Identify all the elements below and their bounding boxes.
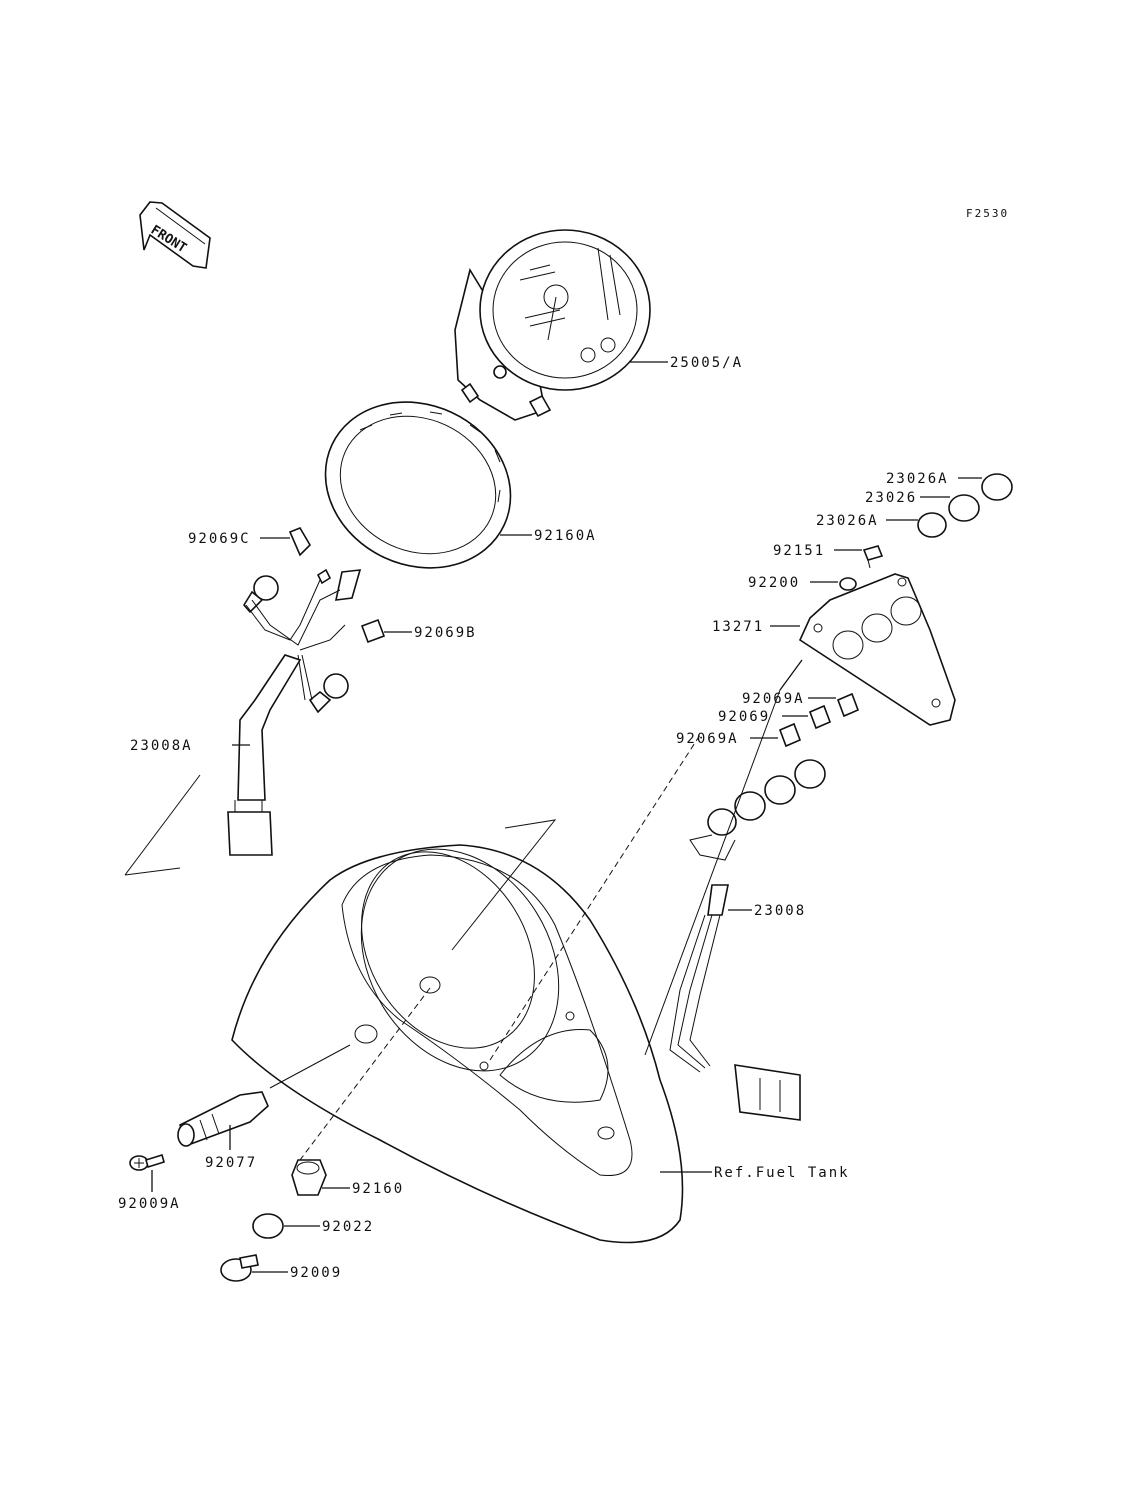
- callout-meter-ring: 92160A: [534, 528, 597, 544]
- bolt-part: [220, 1254, 259, 1282]
- knob-part: [177, 1091, 269, 1147]
- callout-bolt-92151: 92151: [773, 543, 825, 559]
- callout-screw-a: 92009A: [118, 1196, 181, 1212]
- screw-a-part: [129, 1153, 165, 1171]
- left-harness-part: [227, 527, 362, 856]
- meter-cover-part: [231, 844, 684, 1244]
- washer-92200-part: [839, 577, 857, 591]
- bulbs-part: [778, 692, 860, 748]
- bulb-b-part: [360, 618, 386, 644]
- callout-bolt: 92009: [290, 1265, 342, 1281]
- callout-cap: 23026: [865, 490, 917, 506]
- callout-ref-fuel-tank: Ref.Fuel Tank: [714, 1165, 850, 1181]
- callout-bulb: 92069: [718, 709, 770, 725]
- callout-harness: 23008: [754, 903, 806, 919]
- callout-bulb-c: 92069C: [188, 531, 251, 547]
- callout-speedometer: 25005/A: [670, 355, 743, 371]
- callout-harness-a: 23008A: [130, 738, 193, 754]
- callout-bulb-a-bottom: 92069A: [676, 731, 739, 747]
- callout-collar: 92022: [322, 1219, 374, 1235]
- callout-damper: 92160: [352, 1181, 404, 1197]
- collar-part: [252, 1213, 284, 1239]
- bolt-92151-part: [862, 545, 884, 569]
- callout-bracket: 13271: [712, 619, 764, 635]
- callout-bulb-b: 92069B: [414, 625, 477, 641]
- right-harness-part: [669, 759, 826, 1121]
- callout-bulb-a-top: 92069A: [742, 691, 805, 707]
- front-arrow-icon: FRONT: [139, 201, 211, 269]
- callout-cap-a-top: 23026A: [886, 471, 949, 487]
- indicator-caps-part: [917, 473, 1013, 538]
- callout-cap-a-bottom: 23026A: [816, 513, 879, 529]
- callout-knob: 92077: [205, 1155, 257, 1171]
- bracket-part: [798, 573, 956, 726]
- callout-washer: 92200: [748, 575, 800, 591]
- speedometer-part: [454, 229, 651, 421]
- damper-part: [291, 1159, 327, 1196]
- meter-ring-part: [324, 401, 512, 569]
- figure-code: F2530: [966, 207, 1009, 220]
